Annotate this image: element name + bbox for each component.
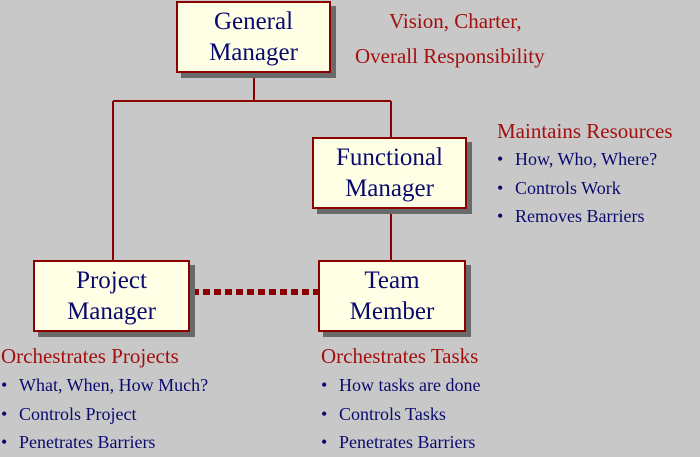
project-manager-note-list: What, When, How Much? Controls Project P… (1, 371, 208, 457)
project-manager-note-item: Penetrates Barriers (1, 428, 208, 457)
project-manager-note-heading: Orchestrates Projects (1, 344, 179, 368)
general-manager-label-line1: General (213, 8, 294, 35)
functional-manager-note-item: How, Who, Where? (497, 145, 657, 174)
team-member-note-heading: Orchestrates Tasks (321, 344, 479, 368)
team-member-note-item: Penetrates Barriers (321, 428, 480, 457)
functional-manager-box: Functional Manager (312, 137, 467, 209)
project-manager-note-item: Controls Project (1, 400, 208, 429)
project-manager-label-line2: Manager (67, 298, 156, 325)
team-member-label-line2: Member (349, 298, 435, 325)
project-manager-box: Project Manager (33, 260, 190, 332)
team-member-label-line1: Team (364, 267, 420, 294)
general-manager-box: General Manager (176, 1, 331, 73)
general-manager-label-line2: Manager (209, 39, 298, 66)
project-manager-note-item: What, When, How Much? (1, 371, 208, 400)
functional-manager-label-line2: Manager (345, 175, 434, 202)
team-member-note-item: Controls Tasks (321, 400, 480, 429)
project-manager-label-line1: Project (76, 267, 147, 294)
team-member-note-list: How tasks are done Controls Tasks Penetr… (321, 371, 480, 457)
general-manager-note-line1: Vision, Charter, (389, 9, 522, 33)
general-manager-note-line2: Overall Responsibility (355, 44, 545, 68)
functional-manager-label-line1: Functional (336, 144, 443, 171)
functional-manager-note-item: Removes Barriers (497, 202, 657, 231)
functional-manager-note-heading: Maintains Resources (497, 119, 673, 143)
functional-manager-note-item: Controls Work (497, 174, 657, 203)
team-member-note-item: How tasks are done (321, 371, 480, 400)
functional-manager-note-list: How, Who, Where? Controls Work Removes B… (497, 145, 657, 231)
team-member-box: Team Member (318, 260, 466, 332)
